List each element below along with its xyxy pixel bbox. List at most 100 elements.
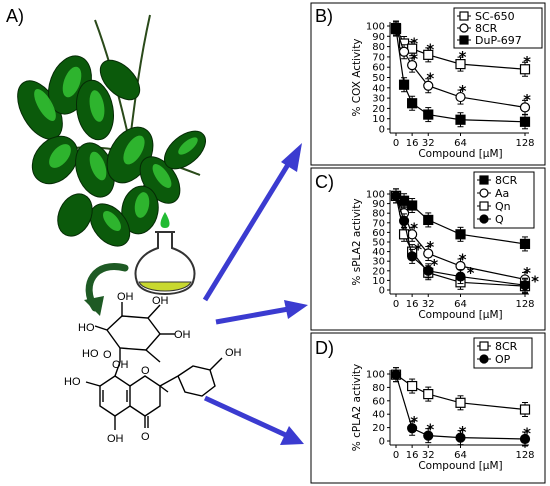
y-tick-label: 60 <box>372 396 385 407</box>
data-point <box>423 389 434 400</box>
chemical-structure <box>85 302 223 430</box>
legend-marker <box>479 214 489 224</box>
y-tick-label: 30 <box>372 94 385 105</box>
y-tick-label: 0 <box>379 437 385 448</box>
data-point <box>455 91 466 103</box>
x-tick-label: 0 <box>393 450 399 461</box>
panel-b-label: B) <box>315 6 333 26</box>
data-point <box>423 214 434 226</box>
y-tick-label: 90 <box>372 199 385 210</box>
drop-icon <box>160 212 170 228</box>
panel-d-label: D) <box>315 338 334 358</box>
data-point <box>398 215 410 226</box>
legend-entry: OP <box>495 353 511 366</box>
legend-marker <box>479 188 489 198</box>
x-tick-label: 16 <box>406 450 419 461</box>
y-tick-label: 100 <box>366 22 385 33</box>
legend-entry: 8CR <box>475 22 498 35</box>
data-point <box>455 229 466 240</box>
x-tick-label: 32 <box>422 299 435 310</box>
x-tick-label: 64 <box>454 138 467 149</box>
data-point <box>519 64 531 75</box>
x-axis-title: Compound [μM] <box>418 148 502 160</box>
y-axis-title: % cPLA2 activity <box>351 364 363 451</box>
curved-arrow-icon <box>84 263 129 316</box>
data-point <box>519 238 531 250</box>
y-tick-label: 80 <box>372 42 385 53</box>
data-point <box>407 60 418 71</box>
significance-star: * <box>459 423 467 441</box>
y-tick-label: 60 <box>372 63 385 74</box>
atom-ho-3: HO <box>64 376 81 388</box>
y-tick-label: 10 <box>372 276 385 287</box>
y-axis-title: % sPLA2 activity <box>351 198 363 285</box>
significance-star: * <box>459 250 467 268</box>
data-point <box>423 248 434 259</box>
data-point <box>455 271 466 282</box>
data-point <box>455 59 466 70</box>
atom-o-3: O <box>141 431 150 443</box>
legend-marker <box>479 201 489 211</box>
significance-star: * <box>426 70 434 88</box>
x-tick-label: 16 <box>406 299 419 310</box>
atom-oh-5: OH <box>225 347 242 359</box>
data-point <box>423 49 434 60</box>
blue-arrows <box>202 143 308 445</box>
significance-star: * <box>523 53 531 71</box>
y-tick-label: 40 <box>372 410 385 421</box>
x-axis-title: Compound [μM] <box>418 309 502 321</box>
plant-illustration <box>17 14 206 247</box>
significance-star: * <box>426 238 434 256</box>
atom-o-1: O <box>103 349 112 361</box>
y-tick-label: 40 <box>372 83 385 94</box>
legend-marker <box>459 11 469 21</box>
legend-entry: Q <box>495 213 504 226</box>
data-point <box>519 404 531 415</box>
atom-ho-2: HO <box>82 348 99 360</box>
significance-star: * <box>410 50 418 68</box>
legend-marker <box>459 35 469 45</box>
y-tick-label: 50 <box>372 73 385 84</box>
panel-d-frame <box>310 332 546 484</box>
data-point <box>519 116 531 127</box>
atom-oh-4: OH <box>112 359 129 371</box>
x-tick-label: 0 <box>393 299 399 310</box>
y-tick-label: 90 <box>372 32 385 43</box>
panel-c-frame <box>310 167 546 331</box>
data-point <box>407 251 418 262</box>
significance-star: * <box>414 241 422 259</box>
y-tick-label: 20 <box>372 266 385 277</box>
flask-illustration <box>134 212 196 295</box>
data-point <box>519 102 531 113</box>
legend-entry: DuP-697 <box>475 34 522 47</box>
x-axis-title: Compound [μM] <box>418 460 502 472</box>
data-point <box>519 280 531 291</box>
atom-oh-3: OH <box>174 329 191 341</box>
x-tick-label: 128 <box>515 299 534 310</box>
y-tick-label: 40 <box>372 247 385 258</box>
data-point <box>423 109 434 120</box>
x-tick-label: 16 <box>406 138 419 149</box>
data-point <box>398 229 410 240</box>
legend-entry: 8CR <box>495 340 518 353</box>
atom-ho-1: HO <box>78 322 95 334</box>
data-point <box>398 79 410 90</box>
arrow-to-panel-d-icon <box>203 395 304 445</box>
y-tick-label: 80 <box>372 383 385 394</box>
x-tick-label: 64 <box>454 450 467 461</box>
atom-oh-6: OH <box>107 433 124 445</box>
data-point <box>407 380 418 392</box>
y-tick-label: 100 <box>366 370 385 381</box>
legend-entry: Qn <box>495 200 511 213</box>
y-axis-title: % COX Activity <box>351 38 363 116</box>
y-tick-label: 80 <box>372 209 385 220</box>
x-tick-label: 0 <box>393 138 399 149</box>
legend-marker <box>459 23 469 33</box>
atom-oh-1: OH <box>117 291 134 303</box>
